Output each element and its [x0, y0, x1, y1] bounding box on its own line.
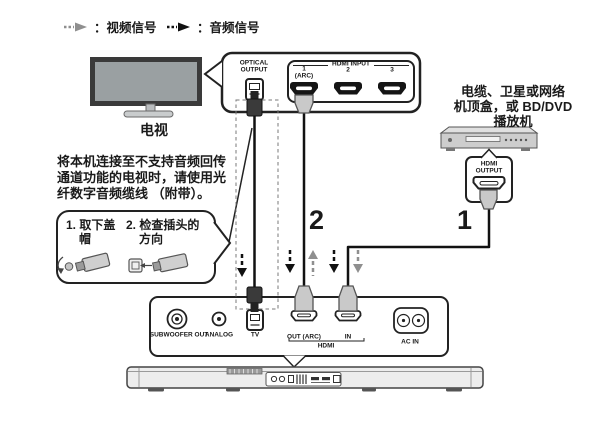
hdmi-port-3-icon [378, 82, 406, 95]
hdmi-input-title: HDMI INPUT [332, 59, 370, 67]
player-illustration [439, 126, 539, 151]
hdmi-group-bracket [288, 338, 365, 342]
video-signal-arrow-icon [64, 22, 87, 31]
step2-illustration [128, 253, 189, 273]
hdmi-out-arc-slot-icon [290, 310, 318, 322]
hdmi-port-2-icon [334, 82, 362, 95]
player-hdmi-output-callout [465, 148, 513, 203]
soundbar-grille [226, 368, 263, 375]
hdmi-plug-bottom [294, 285, 314, 312]
step2-label-line-2: 方向 [139, 232, 164, 246]
hdmi-in-slot-icon [334, 310, 362, 322]
ac-in-inlet-icon [393, 307, 429, 334]
tv-rear-panel-callout [203, 51, 422, 114]
legend-audio-label: ：音频信号 [197, 21, 260, 35]
note-line-1: 将本机连接至不支持音频回传 [57, 154, 227, 169]
hdmi-cable-in [329, 189, 498, 312]
hdmi-plug-top [294, 94, 314, 114]
hdmi-output-port-icon [472, 176, 506, 190]
video-arrow-down [353, 250, 363, 273]
hdmi-group-label: HDMI [317, 341, 335, 349]
subwoofer-out-jack-icon [166, 308, 188, 330]
optical-cable-dashed-zone [235, 99, 279, 310]
legend-video: ：视频信号 [63, 17, 157, 36]
ac-in-label: AC IN [401, 337, 419, 345]
tv-optical-port-icon [246, 309, 264, 331]
callout-tail-left [203, 60, 223, 88]
hdmi-output-label-2: OUTPUT [475, 166, 503, 174]
video-arrow-up [308, 250, 318, 276]
audio-arrow-down [237, 254, 247, 277]
in-label: IN [344, 332, 352, 340]
analog-jack-icon [211, 311, 227, 327]
tv-illustration [90, 57, 202, 118]
audio-signal-arrow-icon [167, 22, 190, 31]
subwoofer-out-label: SUBWOOFER OUT [149, 330, 209, 338]
source-label-line-3: 播放机 [493, 114, 533, 129]
cable-number-1: 1 [457, 205, 473, 235]
note-line-3: 纤数字音频缆线 （附带）。 [57, 186, 211, 201]
soundbar-illustration [126, 366, 484, 392]
hdmi-port-1-arc-label: (ARC) [294, 71, 314, 79]
hdmi-cable-arc [285, 94, 318, 312]
cable-number-2: 2 [309, 205, 325, 235]
step1-illustration [57, 252, 111, 274]
optical-cable [237, 91, 263, 312]
source-label-line-1: 电缆、卫星或网络 [460, 84, 565, 99]
callout-tail-right [213, 221, 232, 265]
tv-port-label: TV [250, 330, 260, 338]
hdmi-port-3-label: 3 [390, 65, 394, 73]
soundbar-connection-panel [265, 372, 342, 387]
audio-arrow-down [329, 250, 339, 273]
steps-pointer-line [228, 127, 253, 243]
tv-label: 电视 [140, 122, 168, 138]
hdmi-port-2-label: 2 [346, 65, 350, 73]
step1-label-line-1: 1. 取下盖 [66, 218, 116, 232]
analog-label: ANALOG [204, 330, 234, 338]
step2-label-line-1: 2. 检查插头的 [126, 218, 200, 232]
note-line-2: 通道功能的电视时，请使用光 [57, 170, 227, 185]
optical-plug-top-tip [250, 91, 259, 100]
soundbar-rear-panel-callout [149, 296, 449, 369]
hdmi-output-label-1: HDMI [480, 159, 498, 167]
optical-plug-bottom-tip [250, 302, 259, 312]
legend-audio: ：音频信号 [166, 17, 260, 36]
source-label-line-2: 机顶盒，或 BD/DVD [453, 99, 573, 114]
out-arc-label: OUT (ARC) [287, 332, 321, 340]
step1-label-line-2: 帽 [79, 232, 92, 246]
hdmi-port-1-arc-icon [290, 82, 318, 95]
audio-arrow-down [285, 250, 295, 273]
hdmi-port-1-label: 1 [302, 64, 306, 72]
optical-output-label-1: OPTICAL [239, 58, 269, 66]
callout-tail-down [282, 354, 307, 369]
hdmi-plug-in [338, 285, 358, 312]
callout-tail-up [480, 148, 498, 159]
optical-output-label-2: OUTPUT [240, 65, 268, 73]
steps-callout [56, 127, 253, 284]
legend-video-label: ：视频信号 [94, 21, 157, 35]
hdmi-plug-player [479, 189, 498, 210]
